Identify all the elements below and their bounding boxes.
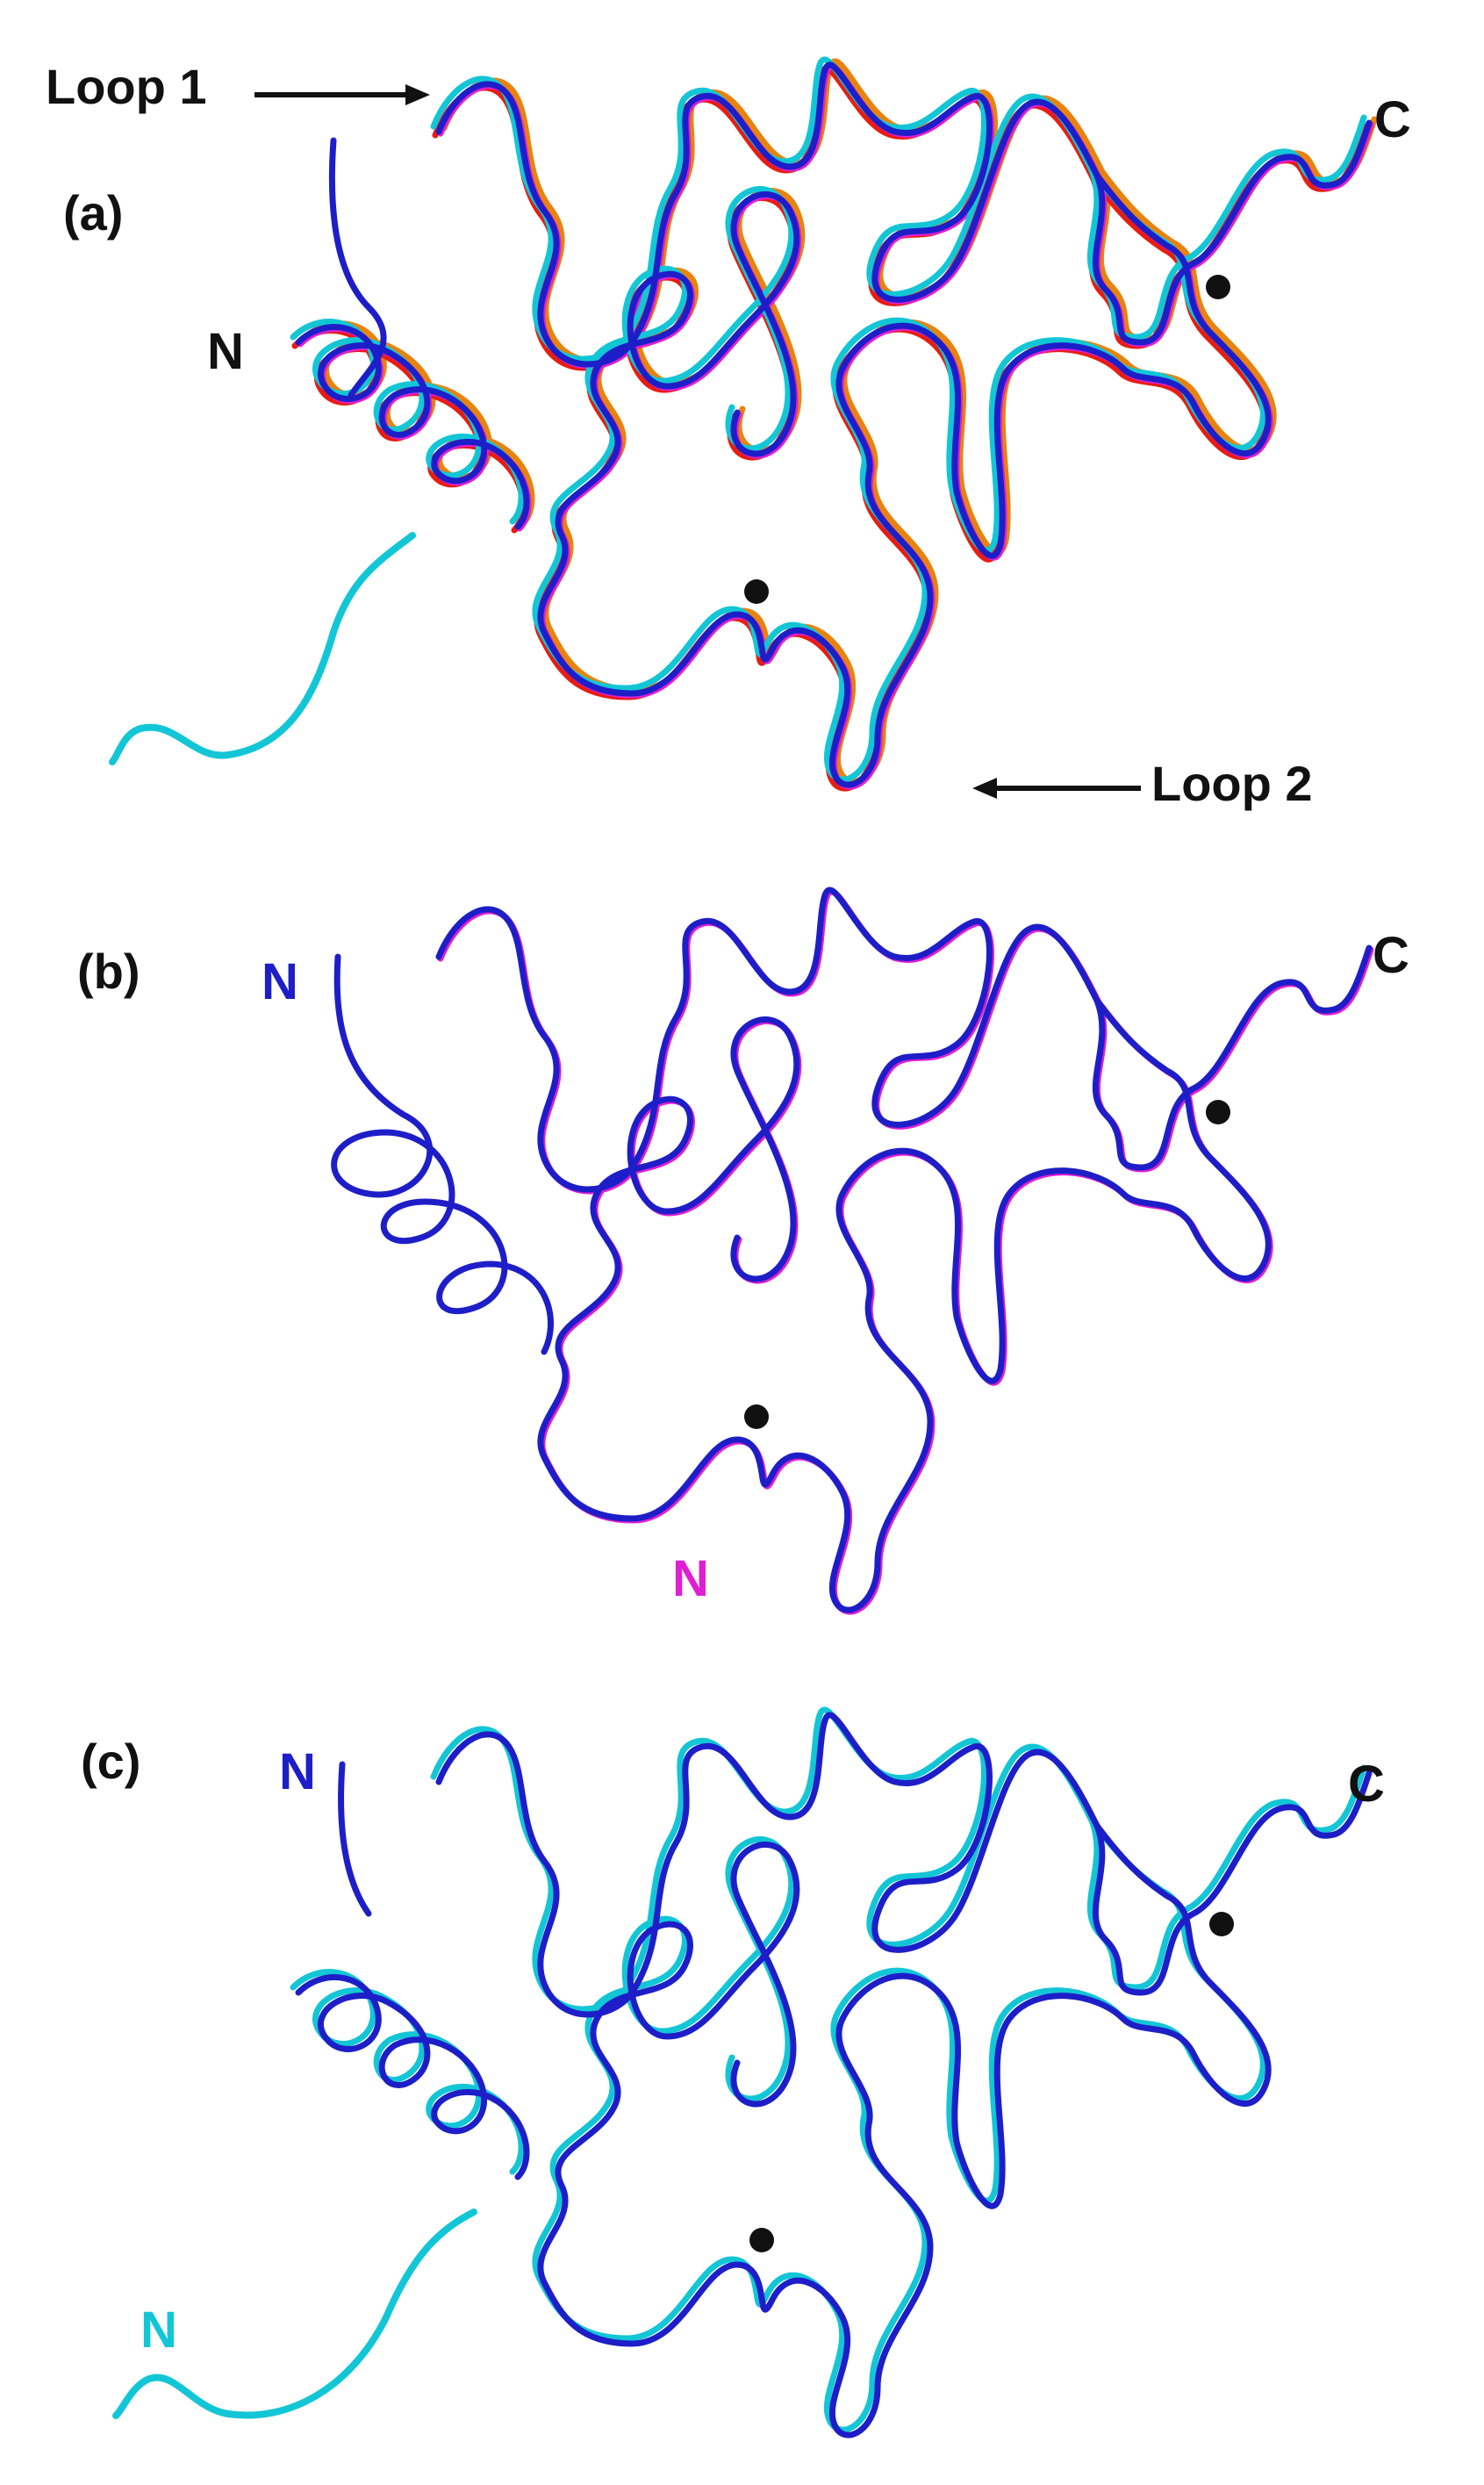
panel-c-cyan-n-tail <box>112 2208 477 2419</box>
panel-c: (c) N N C <box>0 1650 1484 2485</box>
panel-c-cyan-backbone-segment-1 <box>430 1706 1367 2013</box>
panel-a-blue-n-tail <box>328 137 387 399</box>
panel-a-cyan-backbone-segment-2 <box>728 167 1266 783</box>
panel-a-loop1-label: Loop 1 <box>46 59 207 114</box>
panel-a-blue-backbone-segment-2 <box>734 172 1272 788</box>
panel-b-label: (b) <box>77 944 140 999</box>
panel-b-figure: (b) N N C <box>77 887 1409 1615</box>
panel-b: (b) N N C <box>0 825 1484 1650</box>
panel-a-loop2-arrowhead <box>972 778 997 799</box>
panel-c-metal-ion-1 <box>1209 1912 1234 1936</box>
panel-c-blue-backbone-segment-1 <box>435 1712 1373 2018</box>
panel-b-c-terminus-label: C <box>1373 927 1409 984</box>
panel-c-cyan-backbone-segment-2 <box>728 1817 1266 2433</box>
panel-c-cyan-n-helix <box>290 1969 525 2175</box>
panel-a-blue-backbone-segment-1 <box>435 61 1373 368</box>
panel-b-blue-n-helix <box>331 953 554 1355</box>
panel-a-cyan-backbone-segment-1 <box>430 56 1367 363</box>
panel-c-c-terminus-label: C <box>1348 1756 1385 1813</box>
panel-c-backbone-traces <box>290 1706 1373 2438</box>
panel-a-cyan-n-tail <box>109 532 416 765</box>
panel-a-cyan-n-helix <box>290 319 525 525</box>
panel-a-blue-backbone-segment-3 <box>537 191 800 697</box>
panel-b-backbone-traces <box>435 887 1374 1615</box>
panel-a: (a) Loop 1 Loop 2 N C <box>0 0 1484 825</box>
panel-c-cyan-backbone-segment-3 <box>532 1836 795 2342</box>
panel-a-backbone-traces <box>290 56 1378 792</box>
panel-a-orange-backbone-segment-3 <box>542 188 806 693</box>
panel-b-blue-backbone-segment-3 <box>537 1016 800 1522</box>
panel-b-blue-n-terminus-label: N <box>262 953 298 1010</box>
panel-b-metal-ion-1 <box>1206 1100 1230 1124</box>
panel-a-loop2-label: Loop 2 <box>1151 756 1313 811</box>
panel-c-blue-n-terminus-label: N <box>279 1743 316 1800</box>
panel-a-metal-ion-2 <box>744 579 769 604</box>
panel-b-magenta-n-terminus-label: N <box>672 1550 709 1607</box>
panel-c-figure: (c) N N C <box>81 1706 1385 2438</box>
panel-a-c-terminus-label: C <box>1374 91 1411 148</box>
panel-a-blue-n-helix <box>295 324 530 530</box>
panel-a-metal-ion-1 <box>1206 275 1230 299</box>
panel-c-cyan-n-terminus-label: N <box>140 2302 177 2359</box>
panel-a-label: (a) <box>63 185 123 241</box>
panel-c-blue-n-helix <box>295 1974 530 2180</box>
panel-a-cyan-backbone-segment-3 <box>532 186 795 692</box>
panel-c-blue-backbone-segment-2 <box>734 1822 1272 2438</box>
panel-c-label: (c) <box>81 1734 140 1789</box>
panel-b-metal-ion-2 <box>744 1404 769 1429</box>
panel-c-metal-ion-2 <box>749 2228 774 2252</box>
panel-a-figure: (a) Loop 1 Loop 2 N C <box>46 56 1411 811</box>
panel-a-n-terminus-label: N <box>207 323 244 380</box>
panel-b-blue-backbone-segment-2 <box>734 997 1272 1613</box>
panel-b-blue-backbone-segment-1 <box>435 887 1373 1193</box>
panel-c-blue-backbone-segment-3 <box>537 1842 800 2347</box>
panel-c-blue-n-tail <box>338 1761 372 1917</box>
panel-a-loop1-arrowhead <box>405 84 430 105</box>
